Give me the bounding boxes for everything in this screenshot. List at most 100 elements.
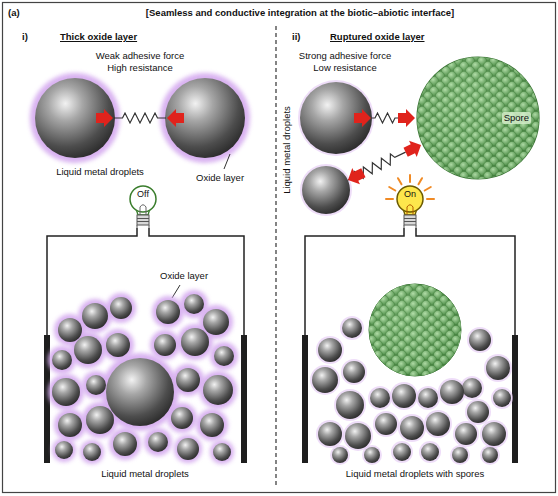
- spore-illustration: [369, 284, 461, 376]
- label-anchor: Oxide layer: [196, 172, 244, 183]
- bulb-node: Off: [125, 184, 161, 228]
- title-anchor: [Seamless and conductive integration at …: [146, 7, 454, 18]
- droplet-cluster-oxide: [106, 293, 136, 323]
- force-arrow: [398, 109, 415, 127]
- label-anchor: ii): [292, 31, 300, 42]
- label-text: Low resistance: [313, 62, 376, 73]
- spore-illustration: [369, 284, 461, 376]
- droplet-cluster-oxide: [106, 333, 130, 357]
- droplet-cluster-with-spore: [364, 447, 380, 463]
- droplet-cluster-with-spore: [368, 386, 392, 410]
- droplet-cluster-oxide: [83, 443, 101, 461]
- ruptured-droplets: [298, 80, 374, 216]
- droplet-cluster-with-spore: [467, 327, 493, 353]
- light-rays: [409, 175, 411, 182]
- droplet-cluster-oxide: [214, 346, 234, 366]
- droplet-cluster-oxide: [210, 440, 234, 464]
- label-text: i): [22, 31, 28, 42]
- droplet-cluster-oxide: [203, 375, 233, 405]
- droplet-cluster-with-spore: [416, 386, 440, 410]
- label-anchor: High resistance: [107, 62, 172, 73]
- label-anchor: Oxide layer: [160, 270, 208, 281]
- electrode: [302, 335, 308, 463]
- spore-illustration: [369, 284, 461, 376]
- light-rays: [425, 187, 431, 191]
- droplet-cluster-oxide: [54, 409, 86, 441]
- spore-texture: [417, 57, 539, 179]
- droplet-cluster-oxide: [82, 371, 110, 399]
- droplet-cluster-with-spore: [440, 380, 464, 404]
- droplet-cluster-with-spore: [336, 391, 364, 419]
- label-text: ii): [292, 31, 300, 42]
- droplet-cluster-with-spore: [375, 413, 397, 435]
- label-text: Liquid metal droplets: [101, 468, 189, 479]
- force-arrow: [344, 109, 425, 188]
- droplet-cluster-with-spore: [330, 445, 350, 465]
- label-anchor: Strong adhesive force: [299, 50, 391, 61]
- bulb-glass: [130, 186, 156, 212]
- droplet-cluster-with-spore: [373, 411, 399, 437]
- spring-symbol: [114, 113, 166, 123]
- droplet-cluster-with-spore: [482, 447, 498, 463]
- label-anchor: Ruptured oxide layer: [330, 31, 425, 42]
- droplet-cluster-oxide: [176, 368, 200, 392]
- electrode: [44, 335, 50, 463]
- droplet-cluster-oxide: [171, 407, 193, 429]
- label-anchor: (a): [8, 7, 20, 18]
- panel-divider: [275, 26, 276, 488]
- light-rays: [386, 198, 393, 200]
- ruptured-droplets: [302, 166, 350, 214]
- droplet-cluster-oxide: [74, 336, 102, 364]
- bulb-base: [137, 215, 149, 225]
- label-anchor: Liquid metal droplets: [101, 468, 189, 479]
- light-rays: [419, 178, 423, 184]
- oxide-coated-droplets: [165, 78, 245, 158]
- force-arrow: [167, 109, 184, 127]
- label-text: Thick oxide layer: [60, 31, 137, 42]
- droplet-cluster-with-spore: [370, 388, 390, 408]
- droplet-cluster-with-spore: [332, 447, 348, 463]
- droplet-cluster-oxide: [150, 330, 180, 360]
- droplet-cluster-with-spore: [343, 361, 365, 383]
- droplet-cluster-with-spore: [484, 354, 512, 382]
- droplet-cluster-with-spore: [462, 378, 482, 398]
- label-text: Liquid metal droplets: [281, 106, 292, 194]
- droplet-cluster-oxide: [86, 375, 106, 395]
- droplet-cluster-with-spore: [455, 423, 477, 445]
- droplet-cluster-with-spore: [316, 420, 344, 448]
- label-text: High resistance: [107, 62, 172, 73]
- bulb-filament: [140, 205, 146, 215]
- droplet-cluster-oxide: [52, 378, 80, 406]
- droplet-cluster-with-spore: [342, 318, 362, 338]
- droplet-cluster-with-spore: [452, 447, 468, 463]
- droplet-cluster-with-spore: [391, 441, 413, 463]
- droplet-cluster-oxide: [196, 409, 228, 441]
- leader-line: [224, 154, 230, 169]
- droplet-cluster-oxide: [184, 294, 204, 314]
- droplet-cluster-oxide: [86, 406, 114, 434]
- droplet-cluster-with-spore: [467, 401, 489, 423]
- light-rays: [398, 178, 402, 184]
- electrode: [241, 335, 247, 463]
- node-text: Off: [137, 190, 149, 200]
- droplet-cluster-oxide: [199, 371, 237, 409]
- spring-symbol: [372, 113, 398, 123]
- droplet-cluster-oxide: [144, 428, 172, 456]
- droplet-cluster-oxide: [213, 443, 231, 461]
- oxide-coated-droplets: [30, 73, 120, 163]
- droplet-cluster-with-spore: [340, 316, 364, 340]
- bulb-base: [404, 219, 416, 229]
- label-anchor: Weak adhesive force: [96, 50, 185, 61]
- oxide-coated-droplets: [160, 73, 250, 163]
- droplet-cluster-with-spore: [438, 378, 466, 406]
- droplet-cluster-oxide: [167, 403, 197, 433]
- droplet-cluster-with-spore: [465, 399, 491, 425]
- droplet-cluster-oxide: [181, 328, 209, 356]
- label-text: Liquid metal droplets: [56, 166, 144, 177]
- ruptured-droplets: [298, 80, 374, 156]
- bulb-filament: [407, 205, 413, 215]
- droplet-cluster-oxide: [156, 300, 180, 324]
- droplet-cluster-oxide: [52, 438, 76, 462]
- droplet-cluster-oxide: [203, 309, 229, 335]
